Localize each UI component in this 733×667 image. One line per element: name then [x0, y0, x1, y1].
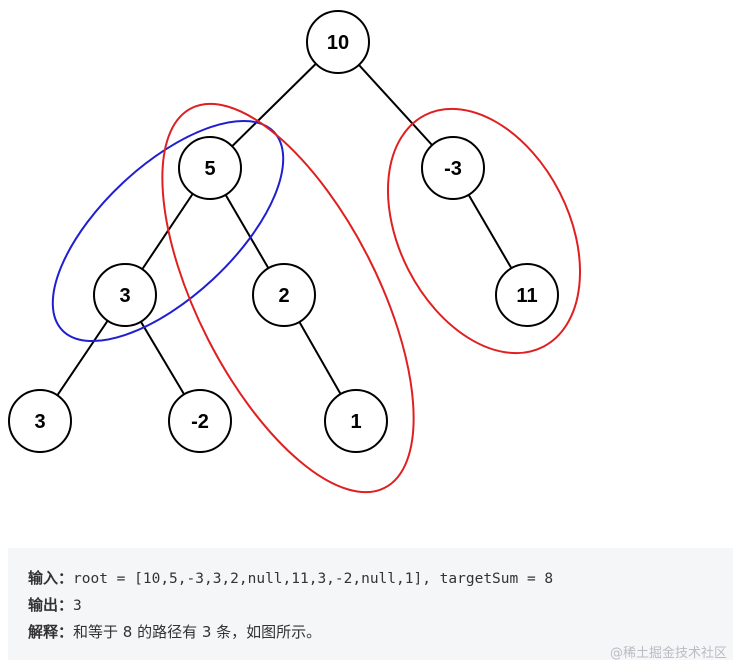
node-label: 2 [278, 285, 289, 307]
tree-node: 1 [324, 389, 388, 453]
path-highlight-red-center [161, 102, 415, 494]
example-input-line: 输入：root = [10,5,-3,3,2,null,11,3,-2,null… [28, 565, 733, 592]
node-label: -2 [191, 411, 209, 433]
tree-node: -2 [168, 389, 232, 453]
tree-node: 11 [495, 263, 559, 327]
tree-edges [39, 41, 528, 422]
output-value: 3 [73, 598, 82, 614]
output-label: 输出： [28, 596, 74, 614]
node-label: 1 [350, 411, 361, 433]
node-label: 3 [34, 411, 45, 433]
tree-node: -3 [421, 136, 485, 200]
input-value: root = [10,5,-3,3,2,null,11,3,-2,null,1]… [73, 571, 554, 587]
node-label: 11 [516, 285, 537, 307]
node-label: -3 [444, 158, 462, 180]
tree-node: 2 [252, 263, 316, 327]
example-box: 输入：root = [10,5,-3,3,2,null,11,3,-2,null… [8, 548, 733, 660]
path-highlight-red-right [386, 107, 582, 355]
node-label: 5 [204, 158, 215, 180]
path-highlights [51, 102, 582, 494]
node-label: 3 [119, 285, 130, 307]
tree-nodes: 10 5 -3 3 2 11 3 -2 [8, 10, 559, 453]
example-output-line: 输出：3 [28, 592, 733, 619]
tree-node: 3 [93, 263, 157, 327]
example-explain-line: 解释：和等于 8 的路径有 3 条，如图所示。 [28, 619, 733, 645]
tree-node: 10 [306, 10, 370, 74]
explain-label: 解释： [28, 623, 74, 641]
input-label: 输入： [28, 569, 74, 587]
binary-tree-diagram: 10 5 -3 3 2 11 3 -2 [8, 10, 582, 494]
node-label: 10 [327, 32, 349, 54]
watermark: @稀土掘金技术社区 [609, 646, 727, 661]
tree-node: 5 [178, 136, 242, 200]
explain-text: 和等于 8 的路径有 3 条，如图所示。 [73, 623, 322, 641]
tree-node: 3 [8, 389, 72, 453]
